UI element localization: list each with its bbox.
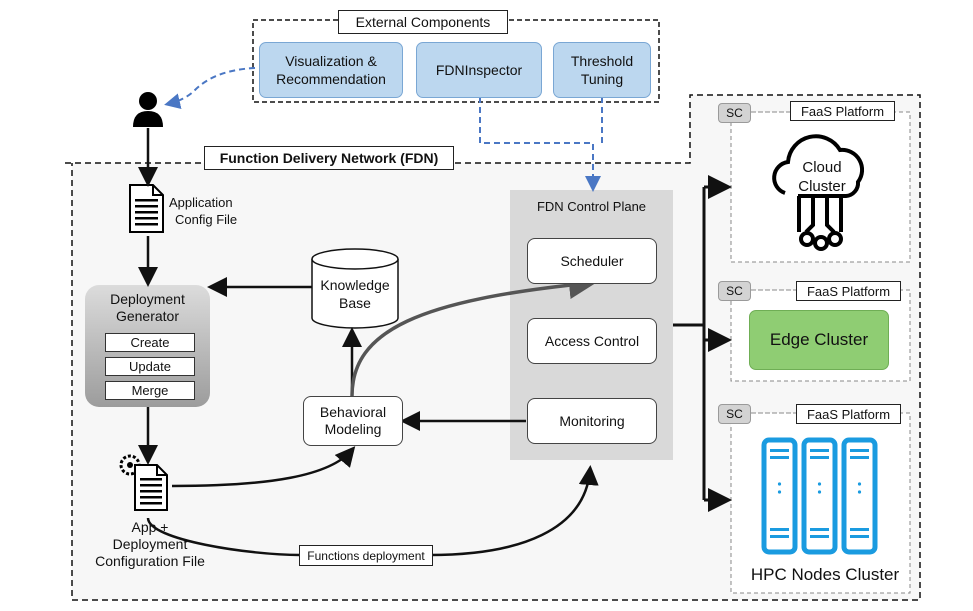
merge-button[interactable]: Merge xyxy=(105,381,195,400)
fdninspector-box[interactable]: FDNInspector xyxy=(416,42,542,98)
knowledge-base-cylinder xyxy=(311,248,399,329)
behavioral-to-scheduler-arrow xyxy=(350,271,597,397)
knowledge-base-label: Knowledge Base xyxy=(320,277,390,311)
cloud-icon xyxy=(772,134,865,251)
threshold-line1: Threshold xyxy=(570,53,634,69)
document-icon xyxy=(129,184,164,233)
external-components-title: External Components xyxy=(338,10,508,34)
gear-document-icon xyxy=(119,454,168,511)
access-control-box[interactable]: Access Control xyxy=(527,318,657,364)
cloud-cluster-label: Cloud Cluster xyxy=(798,159,846,195)
hpc-cluster-label: HPC Nodes Cluster xyxy=(750,565,900,584)
faas-platform-label-hpc: FaaS Platform xyxy=(796,404,901,424)
edge-cluster-box[interactable]: Edge Cluster xyxy=(749,310,889,370)
viz-to-user-link xyxy=(164,67,256,110)
create-button[interactable]: Create xyxy=(105,333,195,352)
scheduler-box[interactable]: Scheduler xyxy=(527,238,657,284)
threshold-tuning-box[interactable]: Threshold Tuning xyxy=(553,42,651,98)
update-button[interactable]: Update xyxy=(105,357,195,376)
inspector-to-control-plane-link xyxy=(479,97,601,192)
visualization-line2: Recommendation xyxy=(276,71,386,87)
output-to-behavioral-arrow xyxy=(171,446,356,488)
deployment-generator-title: Deployment Generator xyxy=(110,291,185,324)
threshold-line2: Tuning xyxy=(580,71,624,87)
sc-badge-cloud: SC xyxy=(718,103,751,123)
behavioral-modeling-box[interactable]: Behavioral Modeling xyxy=(303,396,403,446)
output-config-caption: App + Deployment Configuration File xyxy=(95,519,205,569)
monitoring-box[interactable]: Monitoring xyxy=(527,398,657,444)
sc-badge-hpc: SC xyxy=(718,404,751,424)
faas-platform-label-edge: FaaS Platform xyxy=(796,281,901,301)
fdn-title: Function Delivery Network (FDN) xyxy=(204,146,454,170)
hpc-servers-icon xyxy=(761,437,878,555)
faas-platform-label-cloud: FaaS Platform xyxy=(790,101,895,121)
fdn-boundary xyxy=(65,94,921,601)
visualization-line1: Visualization & xyxy=(285,53,377,69)
functions-deployment-label: Functions deployment xyxy=(299,545,433,566)
control-plane-title: FDN Control Plane xyxy=(536,198,647,214)
sc-badge-edge: SC xyxy=(718,281,751,301)
application-config-caption: Application Config File xyxy=(169,195,238,227)
visualization-recommendation-box[interactable]: Visualization & Recommendation xyxy=(259,42,403,98)
user-icon xyxy=(133,92,163,127)
